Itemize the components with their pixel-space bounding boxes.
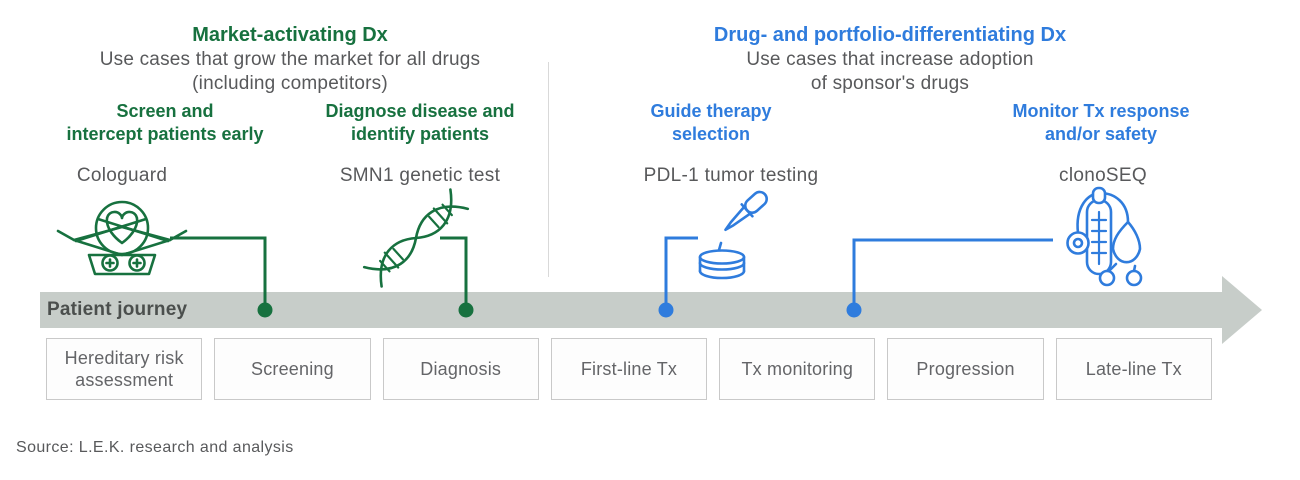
heading-line: intercept patients early [66,124,264,144]
heading-line: identify patients [350,124,489,144]
care-package-heart-icon [56,200,188,276]
right-section-title: Drug- and portfolio-differentiating Dx [713,24,1067,46]
heading-line: and/or safety [1044,124,1158,144]
heading-line: Screen and [116,101,214,121]
heading-line: selection [671,124,751,144]
heading-line: Guide therapy [650,101,772,121]
dna-helix-icon [362,188,470,288]
heading-line: Diagnose disease and [325,101,515,121]
journey-stage-row: Hereditary risk assessment Screening Dia… [46,338,1212,400]
use-case-heading-diagnose: Diagnose disease and identify patients [297,100,543,146]
stage-box-progression: Progression [887,338,1044,400]
stage-box-late-line-tx: Late-line Tx [1055,338,1212,400]
product-label-pdl1: PDL-1 tumor testing [643,165,819,186]
left-section-header: Market-activating Dx Use cases that grow… [15,22,565,96]
section-divider [548,62,549,277]
use-case-heading-screen: Screen and intercept patients early [40,100,290,146]
patient-journey-label: Patient journey [47,299,188,320]
right-section-header: Drug- and portfolio-differentiating Dx U… [615,22,1165,96]
right-section-subtitle-line2: of sponsor's drugs [810,73,970,94]
product-label-smn1: SMN1 genetic test [339,165,501,186]
right-section-subtitle-line1: Use cases that increase adoption [746,49,1034,70]
use-case-heading-monitor: Monitor Tx response and/or safety [979,100,1223,146]
heading-line: Monitor Tx response [1012,101,1190,121]
stage-box-first-line-tx: First-line Tx [550,338,708,400]
product-label-clonoseq: clonoSEQ [1059,165,1147,186]
source-note: Source: L.E.K. research and analysis [16,439,294,456]
stage-box-diagnosis: Diagnosis [382,338,539,400]
left-section-title: Market-activating Dx [192,24,388,46]
pipette-petri-dish-icon [698,190,768,280]
patient-journey-arrowhead [1222,276,1262,344]
use-case-heading-guide: Guide therapy selection [611,100,811,146]
product-label-cologuard: Cologuard [76,165,168,186]
stage-box-hereditary-risk: Hereditary risk assessment [46,338,203,400]
patient-journey-arrow: Patient journey [40,292,1222,328]
left-section-subtitle-line2: (including competitors) [192,73,388,94]
thermometer-stethoscope-icon [1066,186,1143,287]
stage-box-tx-monitoring: Tx monitoring [719,338,876,400]
left-section-subtitle-line1: Use cases that grow the market for all d… [99,49,481,70]
stage-box-screening: Screening [214,338,371,400]
